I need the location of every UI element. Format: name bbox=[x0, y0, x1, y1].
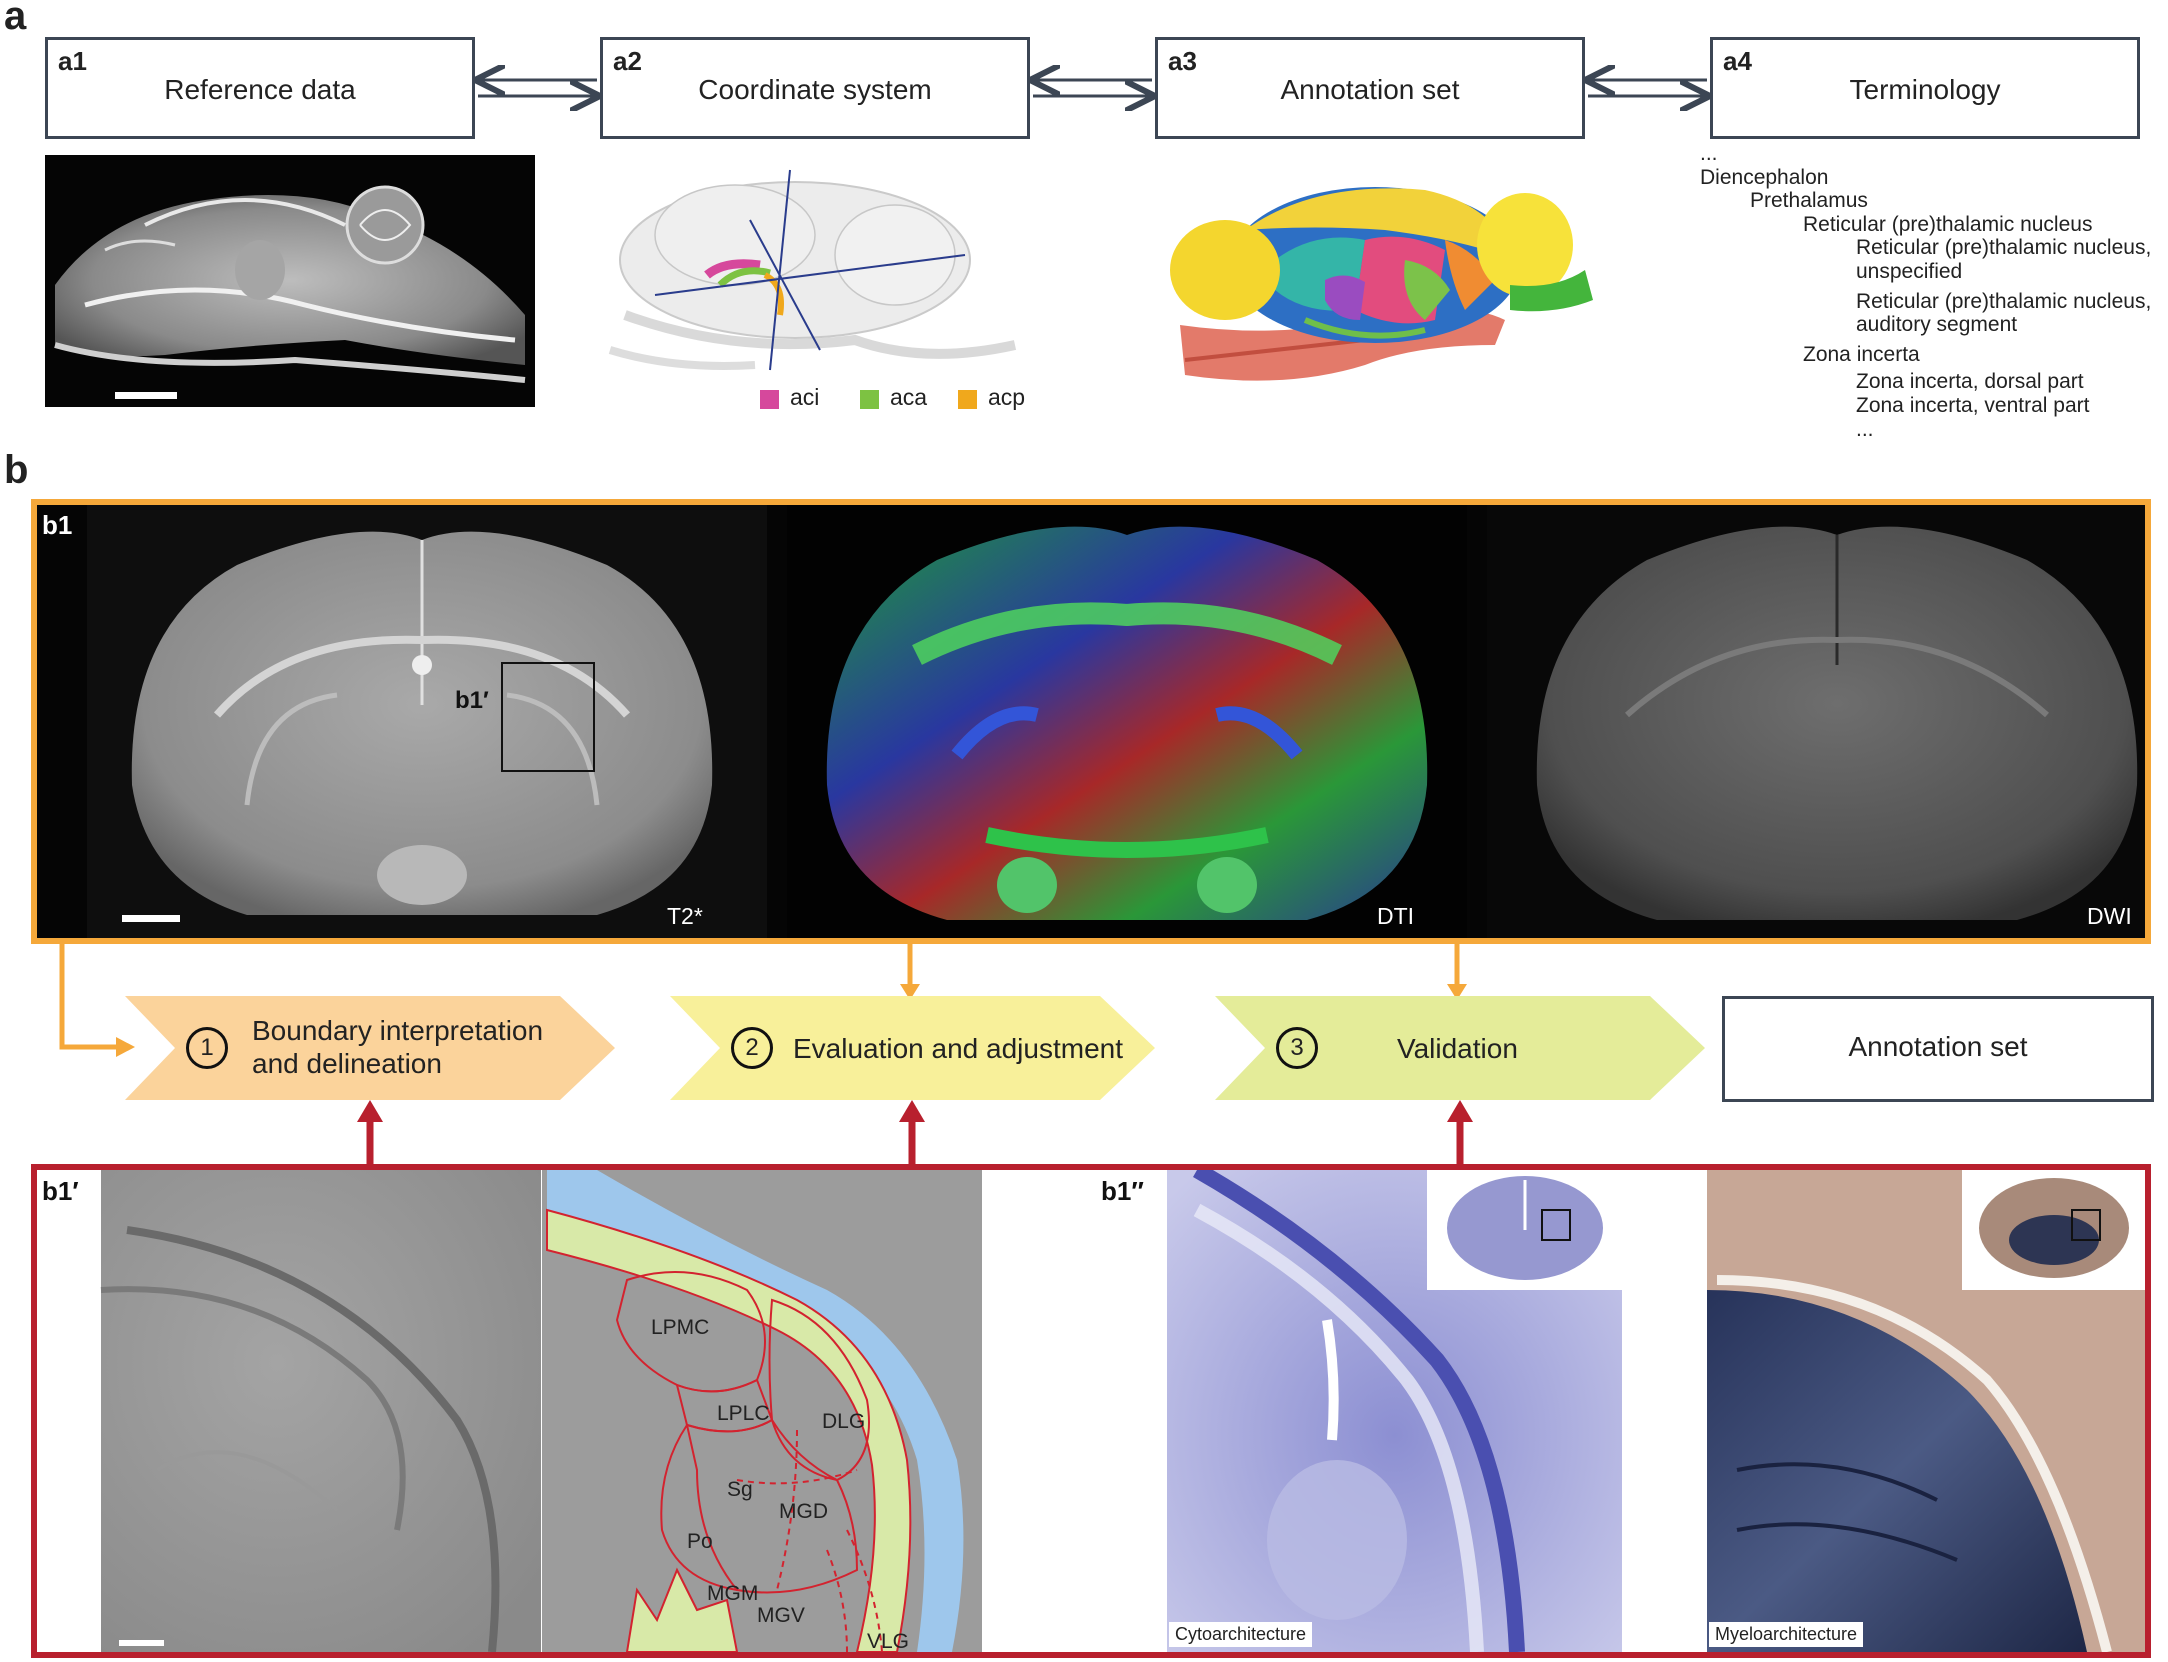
legend-aca-swatch bbox=[860, 390, 879, 409]
panel-a-letter: a bbox=[4, 0, 27, 38]
terminology-item: Reticular (pre)thalamic nucleus, bbox=[1856, 236, 2152, 260]
atlas-region-label: MGV bbox=[757, 1604, 805, 1627]
t2star-label: T2* bbox=[667, 903, 703, 929]
terminology-item: ... bbox=[1856, 417, 1874, 441]
annotation-set-title-a3: Annotation set bbox=[1280, 74, 1460, 105]
terminology-title: Terminology bbox=[1849, 74, 2001, 105]
coordinate-system-3d bbox=[608, 169, 1017, 371]
cytoarchitecture-caption: Cytoarchitecture bbox=[1169, 1622, 1313, 1647]
terminology-item: Reticular (pre)thalamic nucleus bbox=[1803, 212, 2093, 236]
atlas-region-label: Po bbox=[687, 1530, 713, 1553]
atlas-region-label: MGM bbox=[707, 1582, 759, 1605]
atlas-region-label: MGD bbox=[779, 1500, 828, 1523]
step-2-label: Evaluation and adjustment bbox=[793, 1033, 1123, 1064]
a4-tag: a4 bbox=[1723, 46, 1752, 76]
terminology-item: ... bbox=[1700, 142, 1718, 165]
legend-acp-label: acp bbox=[988, 384, 1026, 410]
atlas-region-label: LPMC bbox=[651, 1316, 710, 1339]
dwi-label: DWI bbox=[2087, 903, 2132, 929]
atlas-region-label: DLG bbox=[822, 1410, 866, 1433]
reference-data-title: Reference data bbox=[164, 74, 356, 105]
annotated-brain-3d bbox=[1170, 187, 1593, 381]
reference-data-box: a1 Reference data bbox=[45, 37, 475, 139]
terminology-item: Reticular (pre)thalamic nucleus, bbox=[1856, 289, 2152, 313]
atlas-region-label: Sg bbox=[727, 1478, 753, 1501]
annotation-set-box-a3: a3 Annotation set bbox=[1155, 37, 1585, 139]
myeloarchitecture-caption: Myeloarchitecture bbox=[1709, 1622, 1864, 1647]
terminology-item: auditory segment bbox=[1856, 313, 2018, 337]
b1-double-prime-tag: b1′′ bbox=[1101, 1176, 1144, 1206]
step-2-chevron bbox=[670, 996, 1155, 1100]
step-1-label: Boundary interpretation and delineation bbox=[252, 1014, 543, 1080]
atlas-region-label: LPLC bbox=[717, 1402, 770, 1425]
atlas-region-label: VLG bbox=[867, 1630, 910, 1653]
step-3-chevron bbox=[1215, 996, 1705, 1100]
panel-b-letter: b bbox=[4, 448, 29, 492]
annotation-set-box-b: Annotation set bbox=[1722, 996, 2154, 1102]
terminology-item: Zona incerta, dorsal part bbox=[1856, 370, 2084, 394]
terminology-item: Zona incerta, ventral part bbox=[1856, 394, 2090, 417]
step-2-number: 2 bbox=[731, 1027, 773, 1069]
workflow-diagram bbox=[59, 944, 1705, 1166]
terminology-item: Prethalamus bbox=[1750, 189, 1868, 213]
dti-label: DTI bbox=[1377, 903, 1415, 929]
legend-aci-label: aci bbox=[790, 384, 820, 410]
legend-aca-label: aca bbox=[890, 384, 928, 410]
terminology-item: unspecified bbox=[1856, 260, 1963, 283]
terminology-box: a4 Terminology bbox=[1710, 37, 2140, 139]
b1-inset-tag: b1′ bbox=[455, 687, 489, 714]
coordinate-system-title: Coordinate system bbox=[698, 74, 932, 105]
step-1-number: 1 bbox=[186, 1027, 228, 1069]
step-1-chevron bbox=[125, 996, 615, 1100]
b1-inset-box bbox=[501, 662, 595, 772]
terminology-item: Zona incerta bbox=[1803, 342, 1920, 366]
annotation-set-title-b: Annotation set bbox=[1848, 1031, 2028, 1062]
terminology-item: Diencephalon bbox=[1700, 165, 1829, 189]
legend-acp-swatch bbox=[958, 390, 977, 409]
step-3-number: 3 bbox=[1276, 1027, 1318, 1069]
legend-aci-swatch bbox=[760, 390, 779, 409]
b1-mri-panel: b1′ b1 T2* DTI DWI bbox=[31, 499, 2151, 944]
b1-prime-tag: b1′ bbox=[42, 1176, 79, 1206]
step-1-line2: and delineation bbox=[252, 1048, 442, 1079]
b1-tag: b1 bbox=[42, 510, 73, 540]
a3-tag: a3 bbox=[1168, 46, 1197, 76]
a2-tag: a2 bbox=[613, 46, 642, 76]
coordinate-system-box: a2 Coordinate system bbox=[600, 37, 1030, 139]
sagittal-mri-image bbox=[45, 155, 535, 407]
step-1-line1: Boundary interpretation bbox=[252, 1015, 544, 1046]
a1-tag: a1 bbox=[58, 46, 87, 76]
box-connector-arrows bbox=[0, 0, 2168, 160]
step-3-label: Validation bbox=[1397, 1033, 1518, 1064]
